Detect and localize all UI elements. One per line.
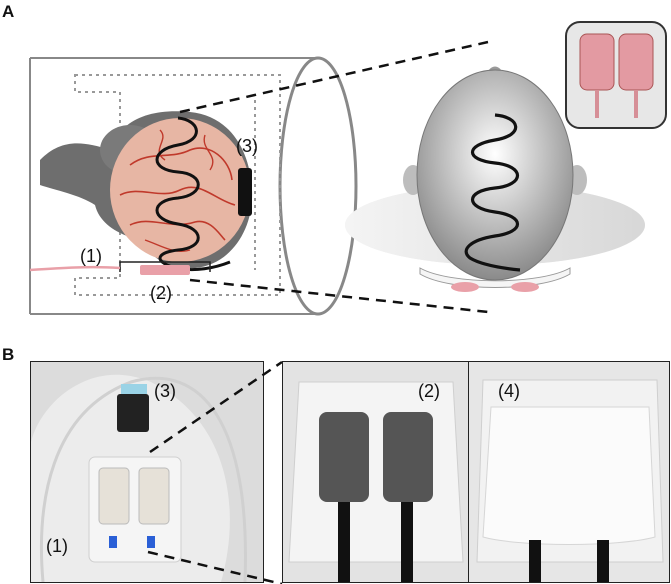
zoom-line-top (179, 40, 489, 114)
panel-label-a: A (2, 2, 15, 21)
mri-bore (29, 56, 358, 316)
callout-b-2: (2) (418, 381, 440, 401)
callout-b-1: (1) (46, 536, 68, 556)
callout-a-1: (1) (80, 246, 102, 266)
panel-label-b: B (2, 345, 15, 364)
callout-a-3: (3) (236, 136, 258, 156)
callout-a-2: (2) (150, 283, 172, 303)
photo-electrodes-mounted (282, 361, 470, 583)
panel-a-illustration (29, 21, 667, 316)
head-top-view (345, 66, 645, 292)
callout-b-3: (3) (154, 381, 176, 401)
marker-block-3 (238, 168, 252, 216)
electrode-holder-side (29, 261, 211, 275)
callout-b-4: (4) (498, 381, 520, 401)
photo-electrodes-covered (468, 361, 670, 583)
electrode-pair-inset (565, 21, 667, 129)
head-side-profile (40, 111, 253, 272)
